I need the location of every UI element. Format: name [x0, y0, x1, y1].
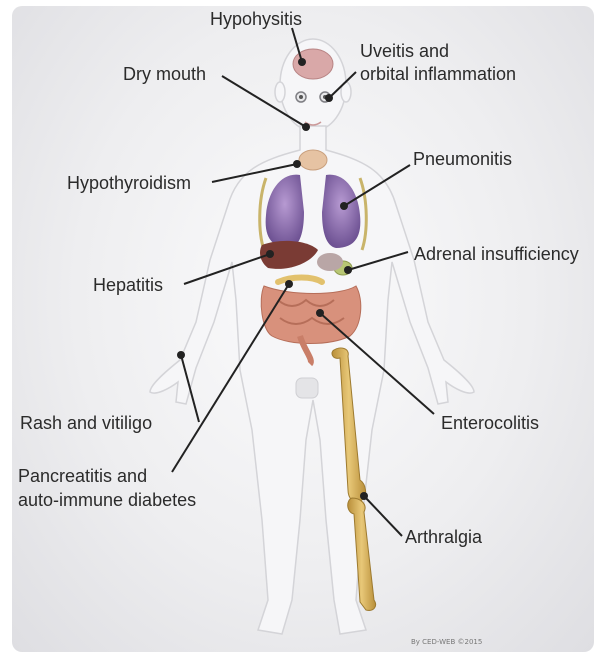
label-uveitis: Uveitis and orbital inflammation: [360, 40, 516, 86]
label-hypophysitis: Hypohysitis: [210, 8, 302, 30]
label-hepatitis: Hepatitis: [93, 274, 163, 296]
label-enterocolitis: Enterocolitis: [441, 412, 539, 434]
stomach-organ: [317, 253, 343, 271]
pelvis-hint: [296, 378, 318, 398]
label-hypothyroidism: Hypothyroidism: [67, 172, 191, 194]
label-dry-mouth: Dry mouth: [123, 63, 206, 85]
label-adrenal-insufficiency: Adrenal insufficiency: [414, 243, 579, 265]
label-pneumonitis: Pneumonitis: [413, 148, 512, 170]
label-pancreatitis: Pancreatitis and auto-immune diabetes: [18, 464, 196, 512]
label-arthralgia: Arthralgia: [405, 526, 482, 548]
credit-text: By CED-WEB ©2015: [411, 638, 482, 646]
label-rash-vitiligo: Rash and vitiligo: [20, 412, 152, 434]
thyroid-organ: [299, 150, 327, 170]
